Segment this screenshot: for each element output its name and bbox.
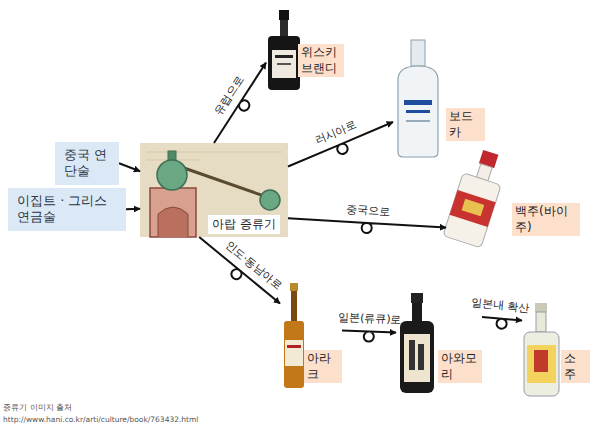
cap — [411, 293, 423, 303]
drink-name: 백주(바이주) — [512, 203, 580, 236]
route-label: 인도·동남아로 — [222, 238, 284, 292]
drink-node: 위스키 브랜디 — [266, 8, 346, 92]
drink-node: 아와모리 — [396, 291, 482, 395]
route-label: 일본내 확산 — [470, 297, 529, 315]
neck — [411, 40, 425, 66]
spread-arrow — [482, 317, 522, 329]
parchment — [140, 143, 288, 237]
drink-name: 위스키 브랜디 — [298, 44, 344, 77]
vodka-bottle — [398, 40, 438, 157]
cap — [290, 283, 298, 291]
body — [268, 36, 300, 90]
cap — [279, 10, 289, 20]
route-label: 유럽으로 — [212, 74, 247, 118]
neck — [280, 20, 288, 36]
label-mark — [409, 340, 415, 370]
flask — [157, 160, 187, 190]
route-label: 일본(류큐)로 — [337, 311, 401, 327]
label-band — [450, 190, 496, 227]
body — [398, 66, 438, 157]
drink-node: 보드카 — [393, 38, 485, 158]
origin-box: 중국 연단술 — [55, 142, 119, 185]
body — [284, 321, 304, 388]
arrack-bottle — [284, 283, 304, 388]
drink-node: 아라크 — [280, 282, 342, 390]
label-band — [406, 120, 430, 122]
drink-name: 소주 — [561, 350, 590, 383]
soju-bottle — [524, 303, 559, 396]
distiller-node: 아랍 증류기 — [140, 143, 288, 237]
label-mark — [534, 350, 548, 372]
body — [524, 332, 559, 396]
origin-name: 중국 연단술 — [64, 147, 110, 180]
furnace — [150, 188, 196, 237]
label-patch — [462, 199, 485, 217]
parchment-lines — [146, 152, 282, 160]
source-note: 증류기 이미지 출처 — [3, 403, 72, 413]
spread-arrow — [119, 163, 140, 171]
spread-arrow — [288, 218, 446, 233]
neck — [291, 291, 297, 321]
label-band — [404, 100, 432, 105]
label-mark — [287, 345, 301, 348]
source-url: http://www.hani.co.kr/arti/culture/book/… — [3, 415, 198, 424]
baijiu-bottle — [443, 146, 510, 248]
whiskey-bottle — [268, 10, 300, 90]
body — [443, 173, 501, 248]
spread-arrow — [342, 331, 396, 342]
furnace-arch — [158, 207, 188, 237]
receiver-flask — [260, 190, 280, 210]
tube — [184, 168, 264, 196]
label-band — [406, 110, 430, 113]
drink-name: 아라크 — [304, 350, 342, 383]
label-mark — [418, 344, 424, 370]
label-mark — [275, 55, 293, 58]
origin-box: 이집트 · 그리스 연금술 — [8, 188, 126, 231]
awamori-bottle — [400, 293, 434, 393]
label-patch — [404, 334, 430, 382]
distiller-name: 아랍 증류기 — [208, 215, 280, 234]
label-mark — [277, 63, 291, 65]
drink-name: 아와모리 — [438, 350, 482, 383]
drink-node: 소주 — [522, 301, 590, 398]
drink-node: 백주(바이주) — [446, 146, 580, 248]
neck — [536, 312, 546, 332]
drink-name: 보드카 — [446, 108, 485, 141]
origin-name: 이집트 · 그리스 연금술 — [17, 193, 117, 226]
neck — [412, 303, 422, 321]
route-label: 러시아로 — [313, 118, 359, 147]
label-patch — [527, 345, 556, 383]
label-patch — [272, 50, 296, 78]
cap — [535, 303, 547, 312]
body — [400, 321, 434, 393]
label-patch — [285, 340, 303, 366]
route-label: 중국으로 — [345, 202, 390, 218]
distiller-picture — [140, 143, 288, 237]
spread-arrow — [126, 208, 140, 211]
